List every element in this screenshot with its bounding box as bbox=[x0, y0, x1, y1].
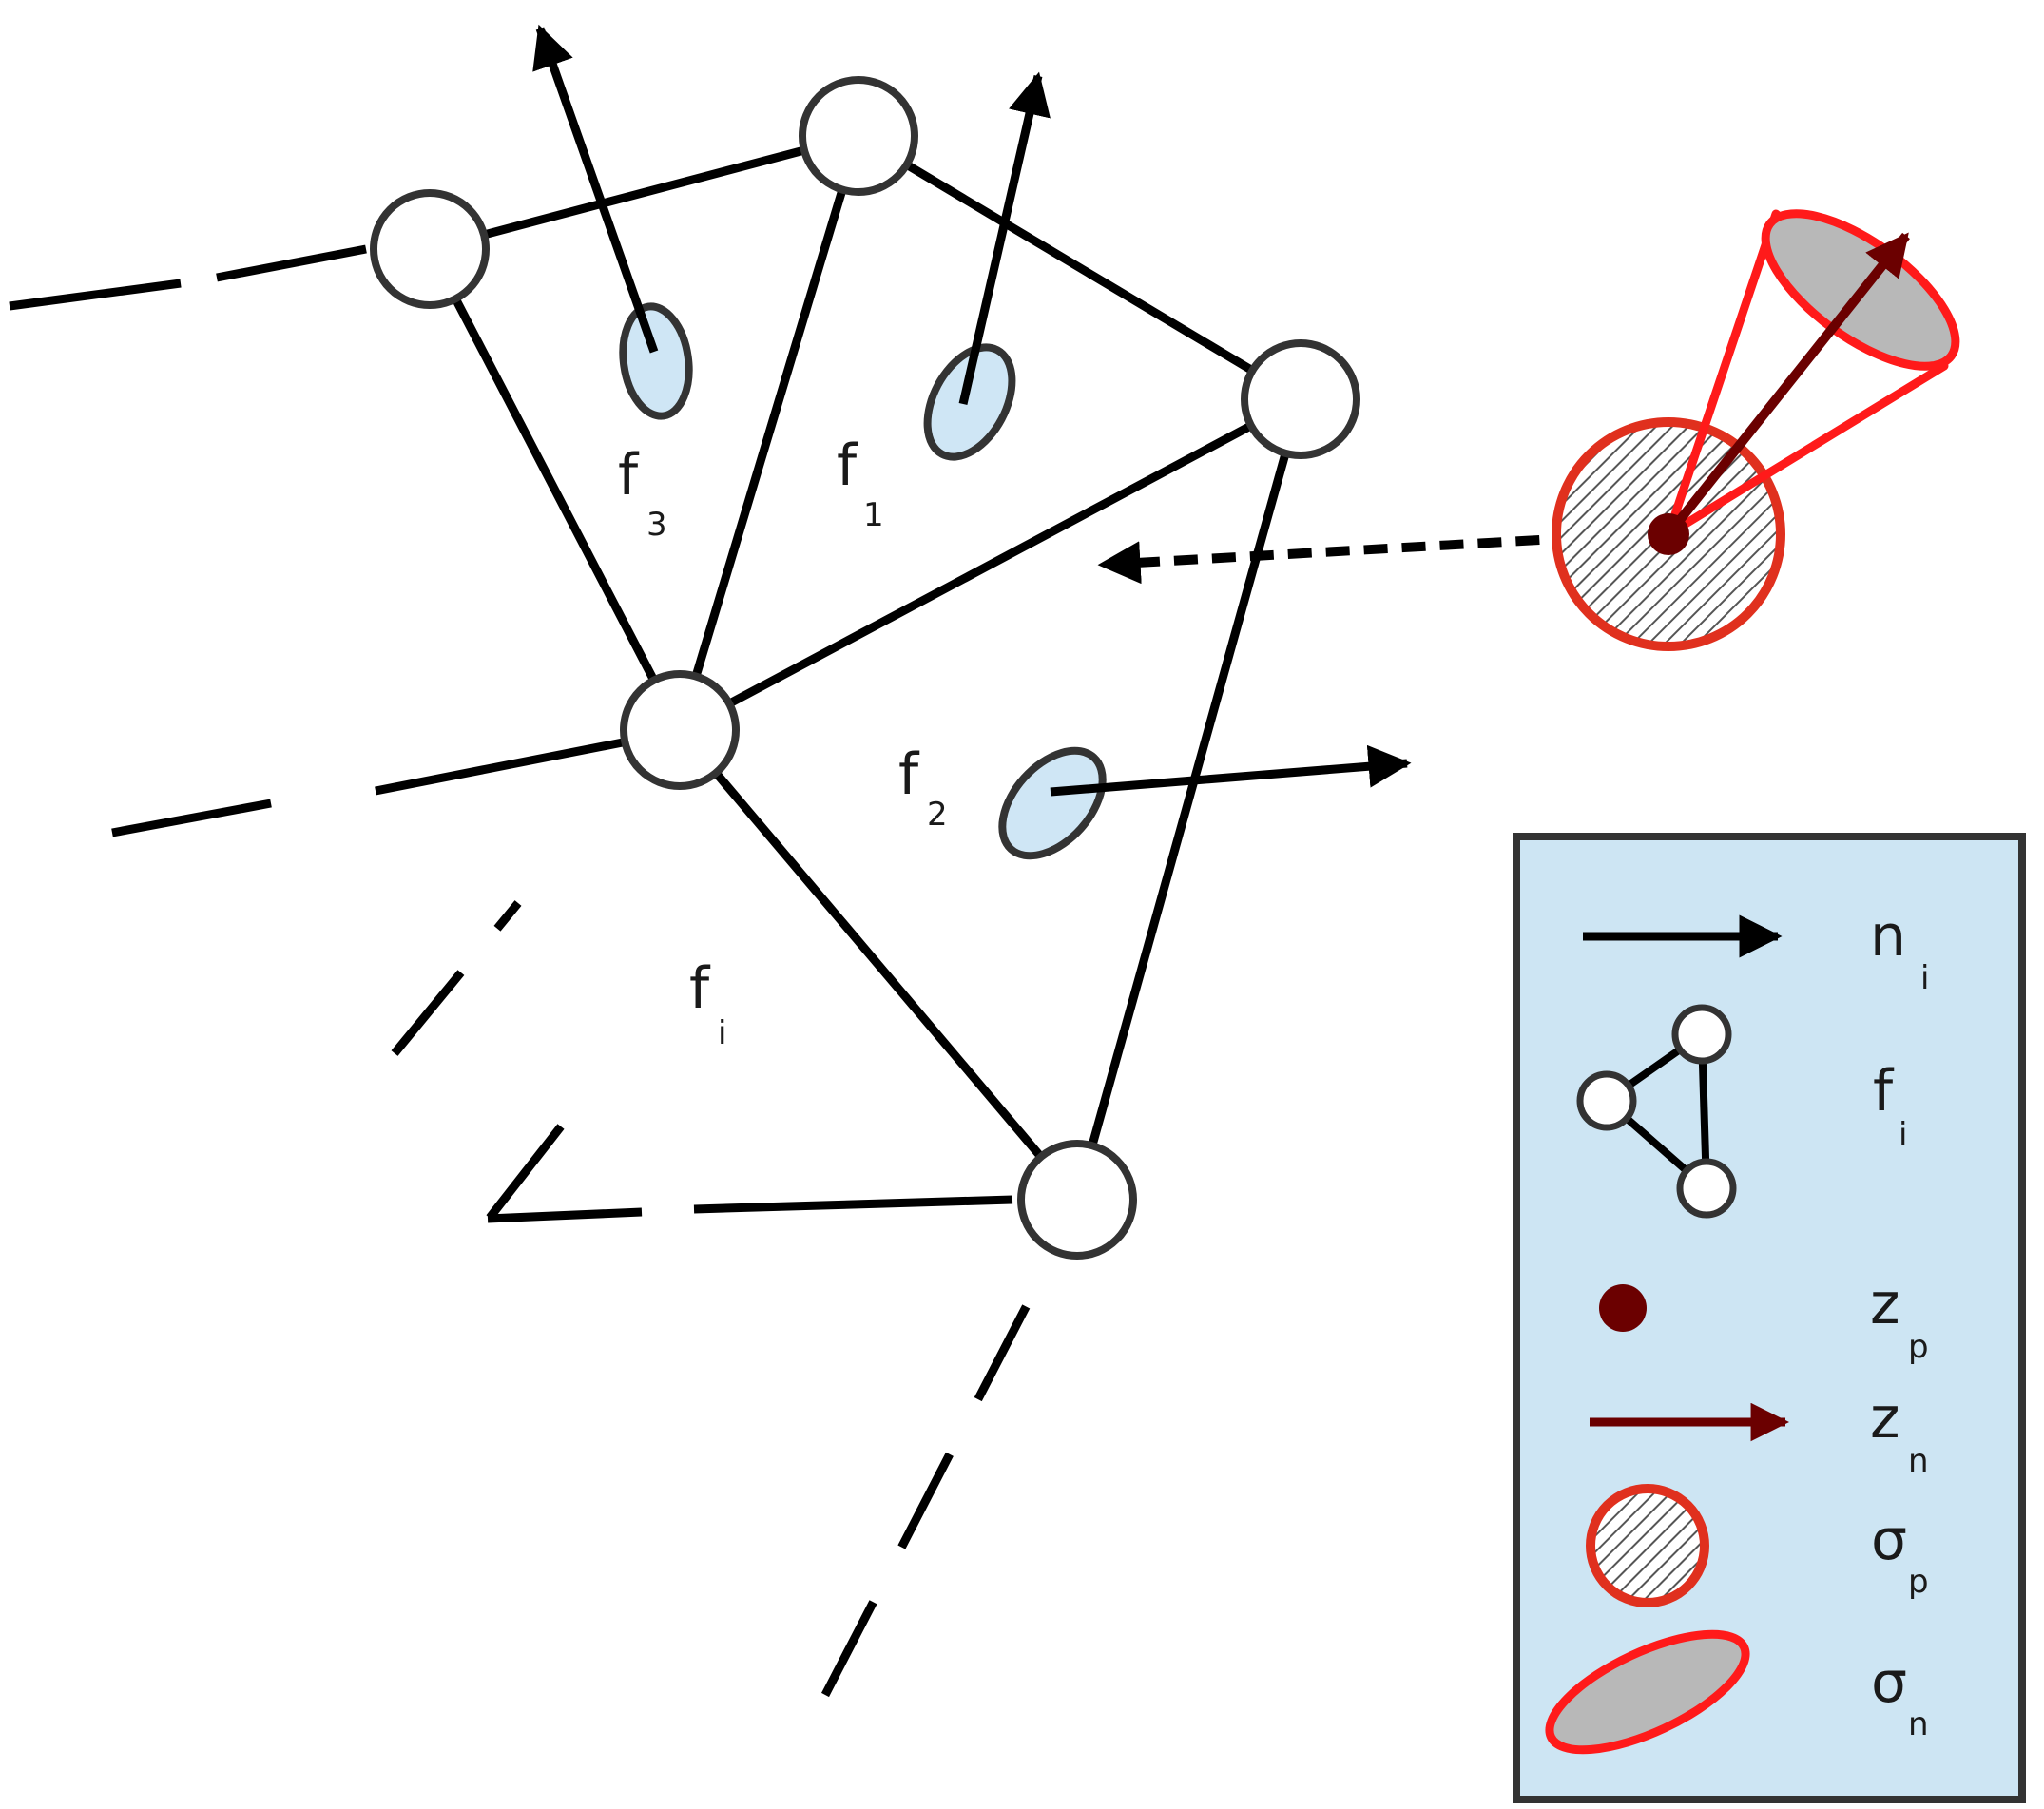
red-ellipse-icon bbox=[1545, 1629, 1750, 1755]
face-label-base: f bbox=[898, 741, 920, 808]
face-label-sub: 2 bbox=[927, 796, 948, 834]
face-label-base: f bbox=[837, 433, 858, 499]
legend-label-base: σ bbox=[1871, 1507, 1907, 1573]
vertex-node bbox=[799, 76, 918, 196]
svg-text:f: f bbox=[618, 442, 640, 509]
mesh-edges bbox=[426, 131, 1305, 1203]
legend-label-sub: i bbox=[1899, 1116, 1907, 1154]
legend-label-base: σ bbox=[1871, 1649, 1907, 1716]
vertex-node bbox=[620, 670, 740, 790]
legend-label-sub: p bbox=[1908, 1328, 1929, 1366]
face-label-base: f bbox=[689, 955, 711, 1022]
legend-label-sub: n bbox=[1908, 1705, 1929, 1743]
dark-red-dot-icon bbox=[1599, 1284, 1647, 1332]
face-label-base: f bbox=[618, 442, 640, 509]
measurement bbox=[1097, 209, 1960, 651]
legend-label-sub: p bbox=[1908, 1563, 1929, 1601]
hatched-disc-icon bbox=[1586, 1484, 1709, 1607]
face-label-sub: 1 bbox=[863, 496, 884, 534]
legend-label-sub: n bbox=[1908, 1442, 1929, 1480]
vertex-node bbox=[370, 189, 490, 309]
measured-normal-arrow bbox=[1665, 232, 1910, 538]
face-patch-f2 bbox=[998, 746, 1107, 860]
face-label-sub: 3 bbox=[646, 506, 667, 544]
face-label-sub: i bbox=[718, 1014, 726, 1052]
face-patch-f1 bbox=[923, 343, 1016, 461]
normal-arrow-f1 bbox=[958, 71, 1051, 406]
legend-box bbox=[1513, 833, 2026, 1803]
face-normals bbox=[532, 24, 1412, 860]
dashed-edges bbox=[9, 244, 1059, 1698]
vertex-node bbox=[1241, 339, 1360, 459]
triangle-mesh-icon bbox=[1576, 1004, 1737, 1219]
legend-label-base: n bbox=[1870, 903, 1906, 970]
legend: n i f i z p z n σ p σ n bbox=[1513, 833, 2026, 1803]
normal-arrow-f2 bbox=[1050, 744, 1412, 797]
vertex-node bbox=[1017, 1140, 1137, 1260]
legend-label-base: f bbox=[1873, 1058, 1895, 1125]
face-labels: f 3 f 1 f 2 f i bbox=[618, 433, 948, 1052]
normal-arrow-f3 bbox=[532, 24, 659, 354]
legend-label-sub: i bbox=[1920, 959, 1929, 997]
legend-label-base: z bbox=[1870, 1385, 1900, 1452]
mesh-vertices bbox=[370, 76, 1360, 1260]
face-patch-f3 bbox=[619, 302, 693, 420]
measured-point bbox=[1648, 513, 1689, 555]
legend-label-base: z bbox=[1870, 1271, 1900, 1338]
